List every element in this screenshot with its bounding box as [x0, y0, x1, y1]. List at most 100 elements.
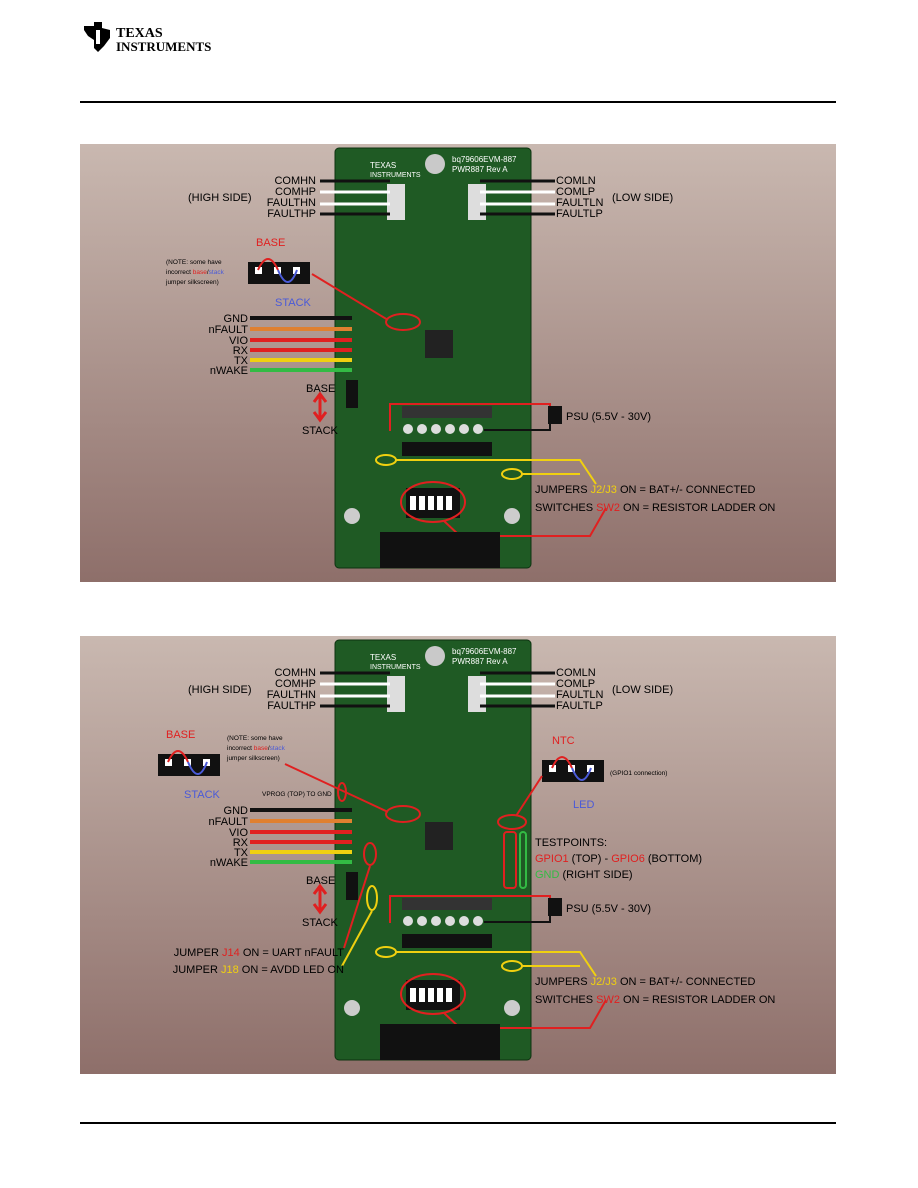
uart-labels: GND nFAULT VIO RX TX nWAKE — [208, 313, 248, 377]
conn-label-faulthp: FAULTHP — [267, 700, 316, 712]
mount-hole — [425, 154, 445, 174]
bottom-connector — [380, 1024, 500, 1060]
connector-j1 — [387, 184, 405, 220]
conn-label-faultln: FAULTLN — [556, 689, 604, 701]
switch-arrow — [312, 391, 328, 423]
psu-wire-black — [484, 424, 551, 431]
conn-label-faultln: FAULTLN — [556, 197, 604, 209]
note-line1: (NOTE: some have — [227, 735, 283, 742]
jumpers-note: JUMPERS J2/J3 ON = BAT+/- CONNECTED — [535, 976, 756, 988]
switch-stack-label: STACK — [302, 917, 339, 929]
conn-label-comhp: COMHP — [275, 186, 316, 198]
uart-wires — [250, 316, 352, 372]
conn-label-comhn: COMHN — [274, 667, 316, 679]
component-row — [402, 406, 492, 418]
bottom-connector — [380, 532, 500, 568]
psu-connector — [548, 406, 562, 424]
note-line3: jumper silkscreen) — [165, 279, 219, 286]
conn-label-faulthn: FAULTHN — [267, 197, 316, 209]
uart-nwake: nWAKE — [210, 857, 248, 869]
svg-text:TEXAS: TEXAS — [370, 653, 396, 662]
uart-vio: VIO — [229, 827, 248, 839]
j18-note: JUMPER J18 ON = AVDD LED ON — [173, 964, 344, 976]
sw2-highlight — [400, 481, 466, 523]
figure-1-canvas: TEXAS INSTRUMENTS bq79606EVM-887 PWR887 … — [80, 144, 836, 582]
jumper-header — [402, 442, 492, 456]
low-side-label: (LOW SIDE) — [612, 684, 673, 696]
conn-label-comhp: COMHP — [275, 678, 316, 690]
psu-connector — [548, 898, 562, 916]
uart-nwake: nWAKE — [210, 365, 248, 377]
switches-note: SWITCHES SW2 ON = RESISTOR LADDER ON — [535, 502, 775, 514]
j14-highlight — [363, 842, 377, 866]
jumper-pointer-yellow — [396, 459, 597, 485]
switch-base-label: BASE — [306, 875, 335, 887]
jumper-highlight — [385, 805, 421, 823]
high-side-wires — [320, 179, 390, 216]
note-line1: (NOTE: some have — [166, 259, 222, 266]
uart-rx: RX — [233, 837, 249, 849]
vprog-label: VPROG (TOP) TO GND — [262, 791, 332, 798]
gpio-range-label: GPIO1 (TOP) - GPIO6 (BOTTOM) — [535, 853, 702, 865]
logo-line1: TEXAS — [116, 26, 163, 41]
jumper-base-label: BASE — [256, 237, 285, 249]
svg-text:INSTRUMENTS: INSTRUMENTS — [370, 664, 421, 671]
note-line3: jumper silkscreen) — [226, 755, 280, 762]
jumper-base-label: BASE — [166, 729, 195, 741]
jumper-stack-label: STACK — [184, 789, 221, 801]
gnd-testpoints-highlight — [519, 831, 527, 889]
base-stack-switch — [346, 380, 358, 408]
conn-label-comlp: COMLP — [556, 678, 595, 690]
logo-line2: INSTRUMENTS — [116, 39, 211, 54]
board-title: bq79606EVM-887 — [452, 155, 517, 164]
board-title: bq79606EVM-887 — [452, 647, 517, 656]
stack-jumper-arc — [277, 269, 298, 283]
uart-nfault: nFAULT — [208, 324, 248, 336]
gpio1-connection-label: (GPIO1 connection) — [610, 770, 667, 777]
low-side-wires — [480, 671, 555, 708]
low-side-label: (LOW SIDE) — [612, 192, 673, 204]
switches-note: SWITCHES SW2 ON = RESISTOR LADDER ON — [535, 994, 775, 1006]
ti-logo: TEXAS INSTRUMENTS — [84, 22, 211, 54]
ti-logo-icon — [84, 22, 110, 52]
jumper-highlight — [385, 313, 421, 331]
low-side-wires — [480, 179, 555, 216]
jumper-pointer — [311, 273, 389, 321]
figure-1: TEXAS INSTRUMENTS bq79606EVM-887 PWR887 … — [80, 144, 836, 582]
uart-rx: RX — [233, 345, 249, 357]
low-side-labels: COMLN COMLP FAULTLN FAULTLP — [556, 175, 604, 220]
led-label: LED — [573, 799, 594, 811]
svg-text:INSTRUMENTS: INSTRUMENTS — [370, 172, 421, 179]
switch-base-label: BASE — [306, 383, 335, 395]
conn-label-faulthp: FAULTHP — [267, 208, 316, 220]
gnd-testpoint-label: GND (RIGHT SIDE) — [535, 869, 633, 881]
jumper-stack-label: STACK — [275, 297, 312, 309]
footer-rule — [80, 1122, 836, 1124]
board-rev: PWR887 Rev A — [452, 657, 508, 666]
base-stack-switch — [346, 872, 358, 900]
sw2-pointer — [443, 507, 607, 537]
uart-gnd: GND — [224, 805, 249, 817]
conn-label-comln: COMLN — [556, 175, 596, 187]
conn-label-faulthn: FAULTHN — [267, 689, 316, 701]
figure-2: TEXAS INSTRUMENTS bq79606EVM-887 PWR887 … — [80, 636, 836, 1074]
board-rev: PWR887 Rev A — [452, 165, 508, 174]
connector-j1 — [387, 676, 405, 712]
figure-2-canvas: TEXAS INSTRUMENTS bq79606EVM-887 PWR887 … — [80, 636, 836, 1074]
main-ic — [425, 330, 453, 358]
uart-nfault: nFAULT — [208, 816, 248, 828]
gpio-testpoints-highlight — [503, 831, 517, 889]
high-side-label: (HIGH SIDE) — [188, 684, 252, 696]
switch-stack-label: STACK — [302, 425, 339, 437]
high-side-labels: COMHN COMHP FAULTHN FAULTHP — [267, 175, 316, 220]
testpoints-label: TESTPOINTS: — [535, 837, 607, 849]
board-ti-logo: TEXAS — [370, 161, 396, 170]
mount-hole — [425, 646, 445, 666]
uart-tx: TX — [234, 355, 249, 367]
ntc-label: NTC — [552, 735, 575, 747]
uart-gnd: GND — [224, 313, 249, 325]
note-line2: incorrect base/stack — [166, 269, 225, 276]
note-line2: incorrect base/stack — [227, 745, 286, 752]
high-side-wires — [320, 671, 390, 708]
psu-label: PSU (5.5V - 30V) — [566, 411, 651, 423]
